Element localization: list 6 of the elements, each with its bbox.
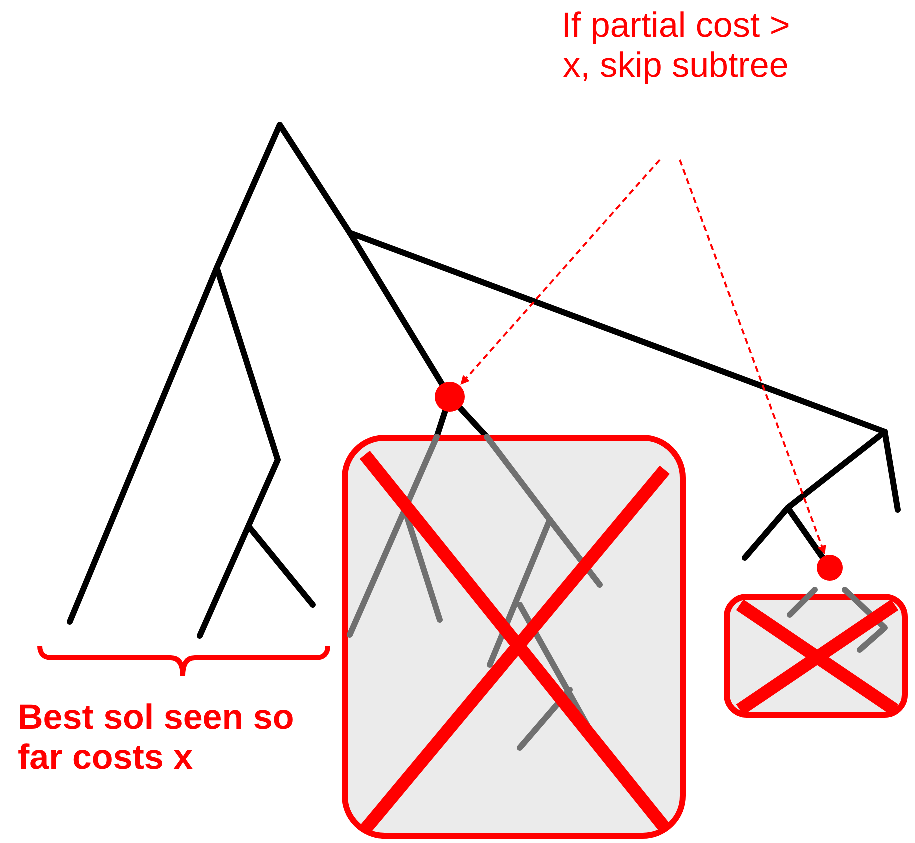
leader-arrow xyxy=(460,159,661,385)
annotation-text: If partial cost > x, skip subtree xyxy=(545,6,807,86)
leader-arrow xyxy=(679,160,826,555)
pruned-node-dot xyxy=(435,382,465,412)
note-text: Best sol seen so far costs x xyxy=(18,698,296,778)
pruned-node-dot xyxy=(817,555,843,581)
